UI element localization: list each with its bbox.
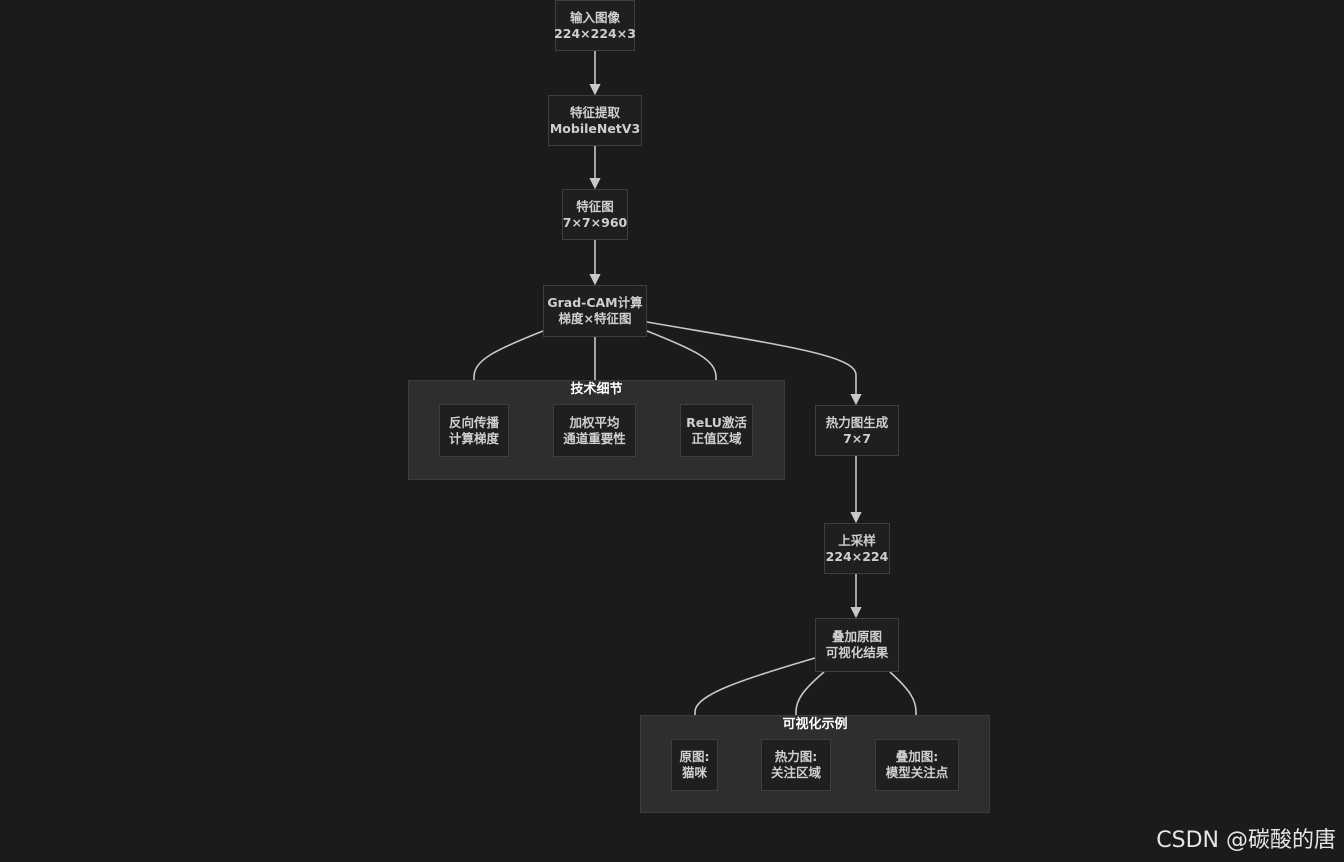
edge-gradcam-heatmap-gen xyxy=(646,321,862,406)
node-label-line2: 梯度×特征图 xyxy=(558,311,632,326)
node-input-image: 输入图像 224×224×3 xyxy=(554,0,636,51)
node-label-line2: 计算梯度 xyxy=(448,430,499,446)
node-weighted-average: 加权平均 通道重要性 xyxy=(553,404,636,457)
node-label-line2: MobileNetV3 xyxy=(549,120,641,136)
node-label-line1: 特征图 xyxy=(576,198,614,214)
node-label-line1: 原图: xyxy=(679,749,710,764)
node-label-line1: 上采样 xyxy=(838,532,876,548)
node-label-line2: 通道重要性 xyxy=(563,430,626,446)
node-label-line1: 加权平均 xyxy=(569,414,620,430)
node-label-line1: 热力图生成 xyxy=(825,414,889,430)
edge-gradcam-backprop xyxy=(468,330,544,405)
node-label-line2: 可视化结果 xyxy=(825,645,889,660)
node-gradcam: Grad-CAM计算 梯度×特征图 xyxy=(543,285,647,337)
node-original-image: 原图: 猫咪 xyxy=(671,739,718,791)
node-overlay-example: 叠加图: 模型关注点 xyxy=(875,739,959,791)
node-feature-map: 特征图 7×7×960 xyxy=(562,189,628,240)
cluster-title: 可视化示例 xyxy=(782,717,848,732)
edge-overlay-overlay-result xyxy=(889,671,922,740)
cluster-title: 技术细节 xyxy=(570,382,623,397)
node-heatmap-example: 热力图: 关注区域 xyxy=(761,739,831,791)
edge-overlay-original xyxy=(689,657,816,740)
node-label-line1: ReLU激活 xyxy=(686,414,747,430)
node-label-line2: 猫咪 xyxy=(681,765,707,780)
node-label-line1: 输入图像 xyxy=(569,9,620,25)
node-label-line1: 反向传播 xyxy=(448,414,499,430)
node-label-line1: Grad-CAM计算 xyxy=(547,295,643,310)
node-label-line2: 7×7 xyxy=(843,430,871,446)
edge-overlay-heatmap xyxy=(790,671,825,740)
node-label-line2: 模型关注点 xyxy=(885,765,949,780)
node-label-line2: 7×7×960 xyxy=(562,214,628,230)
node-label-line1: 叠加原图 xyxy=(831,629,882,644)
node-label-line1: 热力图: xyxy=(774,749,818,764)
node-label-line1: 特征提取 xyxy=(569,104,620,120)
node-overlay: 叠加原图 可视化结果 xyxy=(815,618,899,672)
edge-gradcam-relu xyxy=(646,330,722,405)
node-heatmap-generation: 热力图生成 7×7 xyxy=(815,405,899,456)
node-label-line1: 叠加图: xyxy=(895,749,939,764)
node-label-line2: 224×224×3 xyxy=(554,25,636,41)
node-feature-extraction: 特征提取 MobileNetV3 xyxy=(548,95,642,146)
node-label-line2: 正值区域 xyxy=(691,430,742,446)
node-label-line2: 关注区域 xyxy=(770,765,821,780)
node-relu: ReLU激活 正值区域 xyxy=(680,404,753,457)
node-label-line2: 224×224 xyxy=(825,548,889,564)
watermark: CSDN @碳酸的唐 xyxy=(1156,828,1336,853)
node-backprop: 反向传播 计算梯度 xyxy=(439,404,509,457)
node-upsample: 上采样 224×224 xyxy=(824,523,890,574)
